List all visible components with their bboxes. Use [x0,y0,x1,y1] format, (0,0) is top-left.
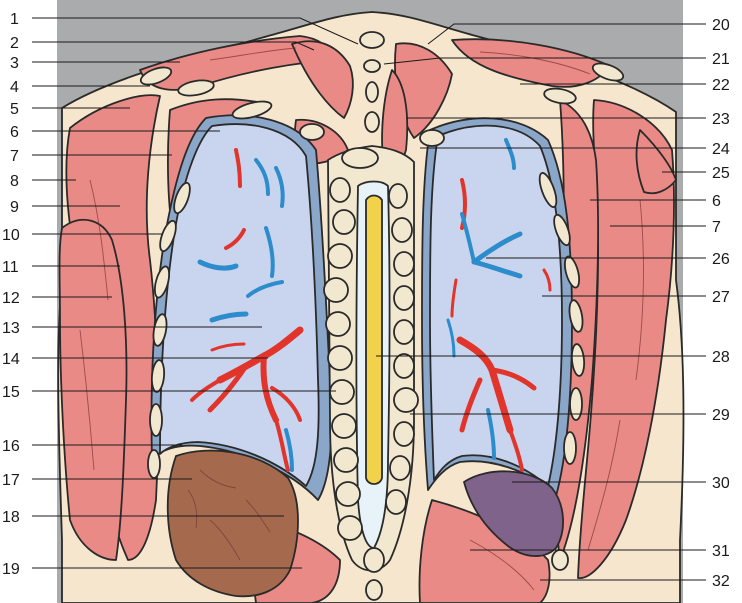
label-10: 10 [2,227,20,244]
label-16: 16 [2,438,20,455]
label-1: 1 [10,11,19,28]
label-28: 28 [712,349,730,366]
label-7: 7 [10,148,19,165]
label-6: 6 [10,124,19,141]
label-15: 15 [2,384,20,401]
label-4: 4 [10,79,19,96]
label-18: 18 [2,509,20,526]
label-8: 8 [10,173,19,190]
label-32: 32 [712,573,730,590]
label-30: 30 [712,475,730,492]
label-9: 9 [10,199,19,216]
labels-left: 1 2 3 4 5 6 7 8 9 10 11 12 13 14 15 16 1… [2,11,20,578]
label-29: 29 [712,407,730,424]
label-24: 24 [712,141,730,158]
label-2: 2 [10,35,19,52]
spinal-cord [366,196,382,485]
label-11: 11 [2,259,19,276]
label-21: 21 [712,51,730,68]
label-5: 5 [10,101,19,118]
label-25: 25 [712,165,730,182]
labels-right: 20 21 22 23 24 25 6 7 26 27 28 29 30 31 … [712,17,730,590]
label-6-right: 6 [712,193,721,210]
label-3: 3 [10,55,19,72]
liver [168,451,298,597]
label-14: 14 [2,351,20,368]
label-23: 23 [712,111,730,128]
label-31: 31 [712,543,730,560]
left-outer-back-muscle [60,220,127,560]
label-19: 19 [2,561,20,578]
label-20: 20 [712,17,730,34]
label-22: 22 [712,77,730,94]
label-17: 17 [2,472,20,489]
label-7-right: 7 [712,219,721,236]
label-13: 13 [2,320,20,337]
label-12: 12 [2,290,20,307]
label-26: 26 [712,251,730,268]
label-27: 27 [712,289,730,306]
